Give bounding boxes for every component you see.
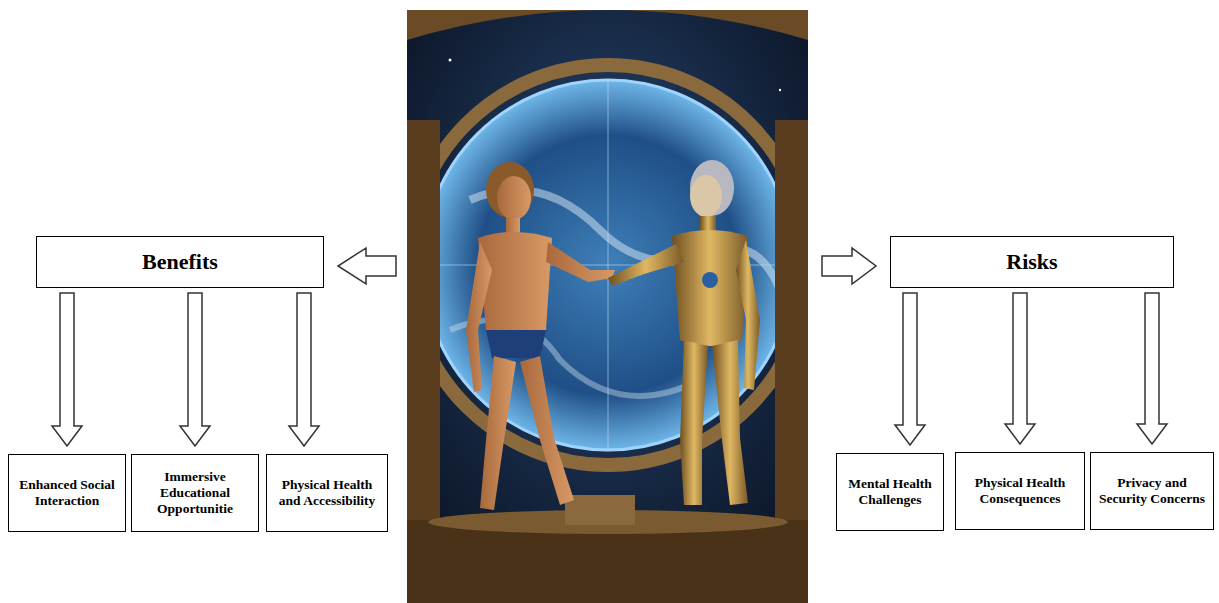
box-label: Immersive Educational Opportunitie bbox=[136, 469, 254, 518]
hollow-arrow bbox=[338, 248, 396, 284]
human-figure bbox=[466, 162, 615, 510]
box-label: Physical Health and Accessibility bbox=[271, 477, 383, 509]
block-arrow bbox=[180, 293, 210, 446]
box-label: Physical Health Consequences bbox=[960, 475, 1080, 507]
box-label: Benefits bbox=[142, 249, 218, 275]
android-figure bbox=[608, 160, 760, 505]
box-label: Risks bbox=[1006, 249, 1057, 275]
item-box: Mental Health Challenges bbox=[836, 453, 944, 531]
category-box: Risks bbox=[890, 236, 1174, 288]
item-box: Enhanced Social Interaction bbox=[8, 454, 126, 532]
block-arrow bbox=[895, 293, 925, 445]
item-box: Immersive Educational Opportunitie bbox=[131, 454, 259, 532]
item-box: Privacy and Security Concerns bbox=[1090, 452, 1214, 530]
box-label: Privacy and Security Concerns bbox=[1095, 475, 1209, 507]
block-arrow bbox=[1005, 293, 1035, 444]
box-label: Mental Health Challenges bbox=[841, 476, 939, 508]
item-box: Physical Health Consequences bbox=[955, 452, 1085, 530]
box-label: Enhanced Social Interaction bbox=[13, 477, 121, 509]
item-box: Physical Health and Accessibility bbox=[266, 454, 388, 532]
block-arrow bbox=[52, 293, 82, 446]
hollow-arrow bbox=[822, 248, 876, 284]
category-box: Benefits bbox=[36, 236, 324, 288]
illustration-picture bbox=[407, 10, 808, 603]
block-arrow bbox=[1137, 293, 1167, 444]
block-arrow bbox=[289, 293, 319, 446]
